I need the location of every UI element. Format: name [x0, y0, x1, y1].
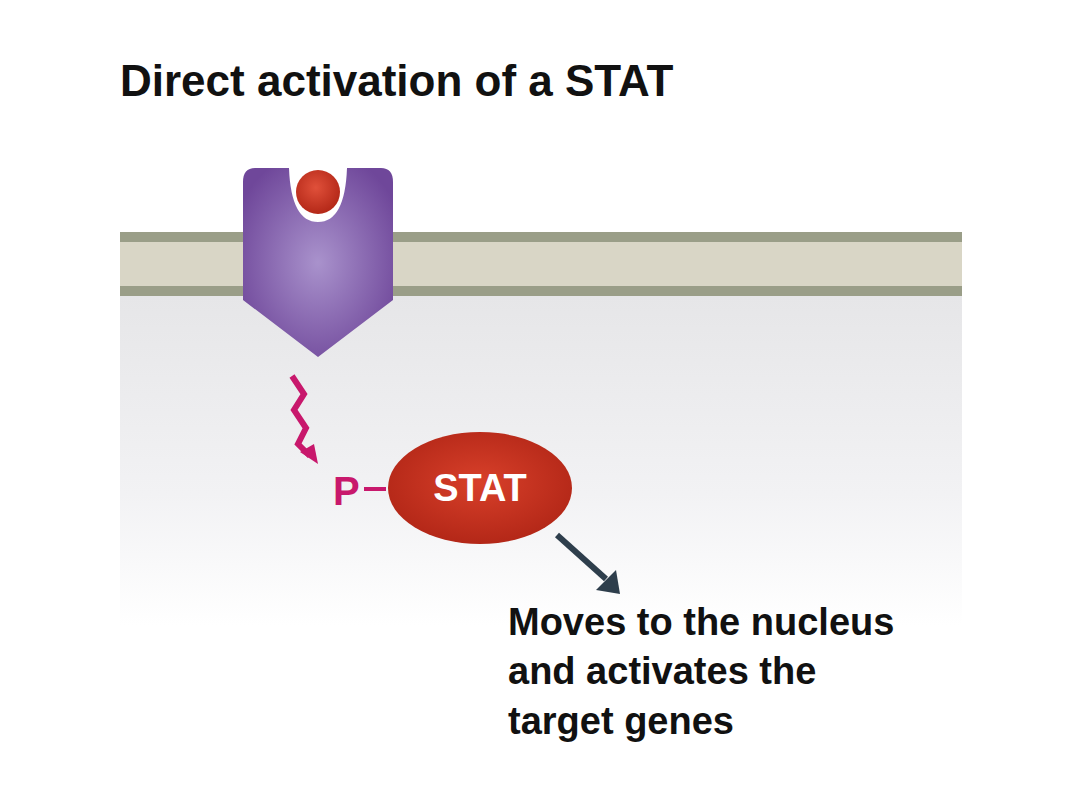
- arrowhead: [300, 444, 318, 464]
- stat-ellipse: [388, 432, 572, 544]
- protein-ellipse: STAT: [387, 431, 573, 545]
- outcome-note: Moves to the nucleus and activates the t…: [508, 598, 908, 746]
- translocation-arrow: [557, 535, 606, 579]
- ligand: [296, 170, 340, 214]
- cytoplasm: [120, 296, 962, 626]
- arrowhead: [596, 570, 620, 594]
- phosphate-label: P: [333, 465, 360, 517]
- title: Direct activation of a STAT: [120, 56, 673, 106]
- phosphate-bond: [364, 487, 386, 491]
- phosphorylation-arrow: [292, 376, 310, 456]
- receptor: [243, 168, 393, 357]
- protein-label: STAT: [387, 431, 573, 545]
